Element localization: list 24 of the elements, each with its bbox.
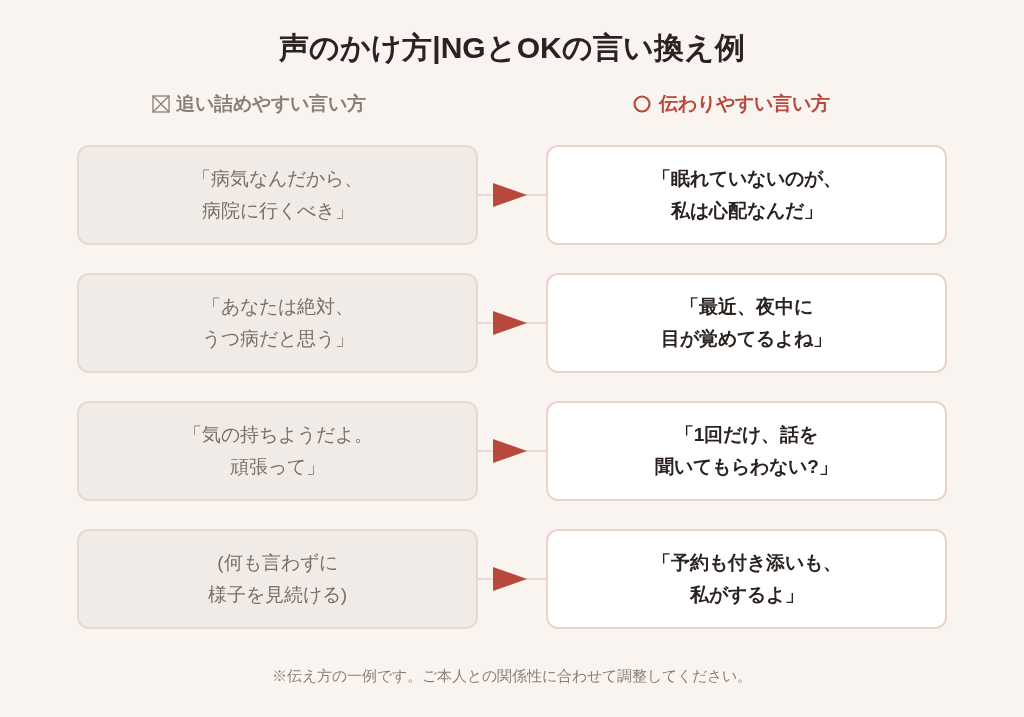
arrow: [477, 183, 547, 207]
title: 声のかけ方|NGとOKの言い換え例: [279, 30, 745, 66]
column-heading: 追い詰めやすい言い方: [176, 92, 366, 116]
phrase-text: (何も言わずに様子を見続ける): [207, 551, 348, 607]
avoid-phrase-box: [77, 401, 478, 501]
avoid-phrase-box: [77, 273, 478, 373]
recommended-phrase-box: [546, 273, 947, 373]
column-heading: 伝わりやすい言い方: [659, 92, 830, 116]
phrase-text: 「気の持ちようだよ。頑張って」: [182, 423, 373, 479]
arrow: [477, 439, 547, 463]
phrase-text: 「予約も付き添いも、私がするよ」: [651, 551, 842, 607]
phrase-text: 「最近、夜中に目が覚めてるよね」: [661, 295, 832, 351]
phrase-text: 「眠れていないのが、私は心配なんだ」: [651, 167, 842, 223]
arrow: [477, 311, 547, 335]
avoid-phrase-box: [77, 529, 478, 629]
phrase-text: 「病気なんだから、病院に行くべき」: [192, 167, 363, 223]
avoid-phrase-box: [77, 145, 478, 245]
phrase-text: 「あなたは絶対、うつ病だと思う」: [201, 295, 354, 351]
footnote: ※伝え方の一例です。ご本人との関係性に合わせて調整してください。: [272, 666, 752, 686]
recommended-phrase-box: [546, 145, 947, 245]
phrase-text: 「1回だけ、話を聞いてもらわない?」: [655, 423, 838, 479]
arrow: [477, 567, 547, 591]
recommended-phrase-box: [546, 529, 947, 629]
recommended-phrase-box: [546, 401, 947, 501]
